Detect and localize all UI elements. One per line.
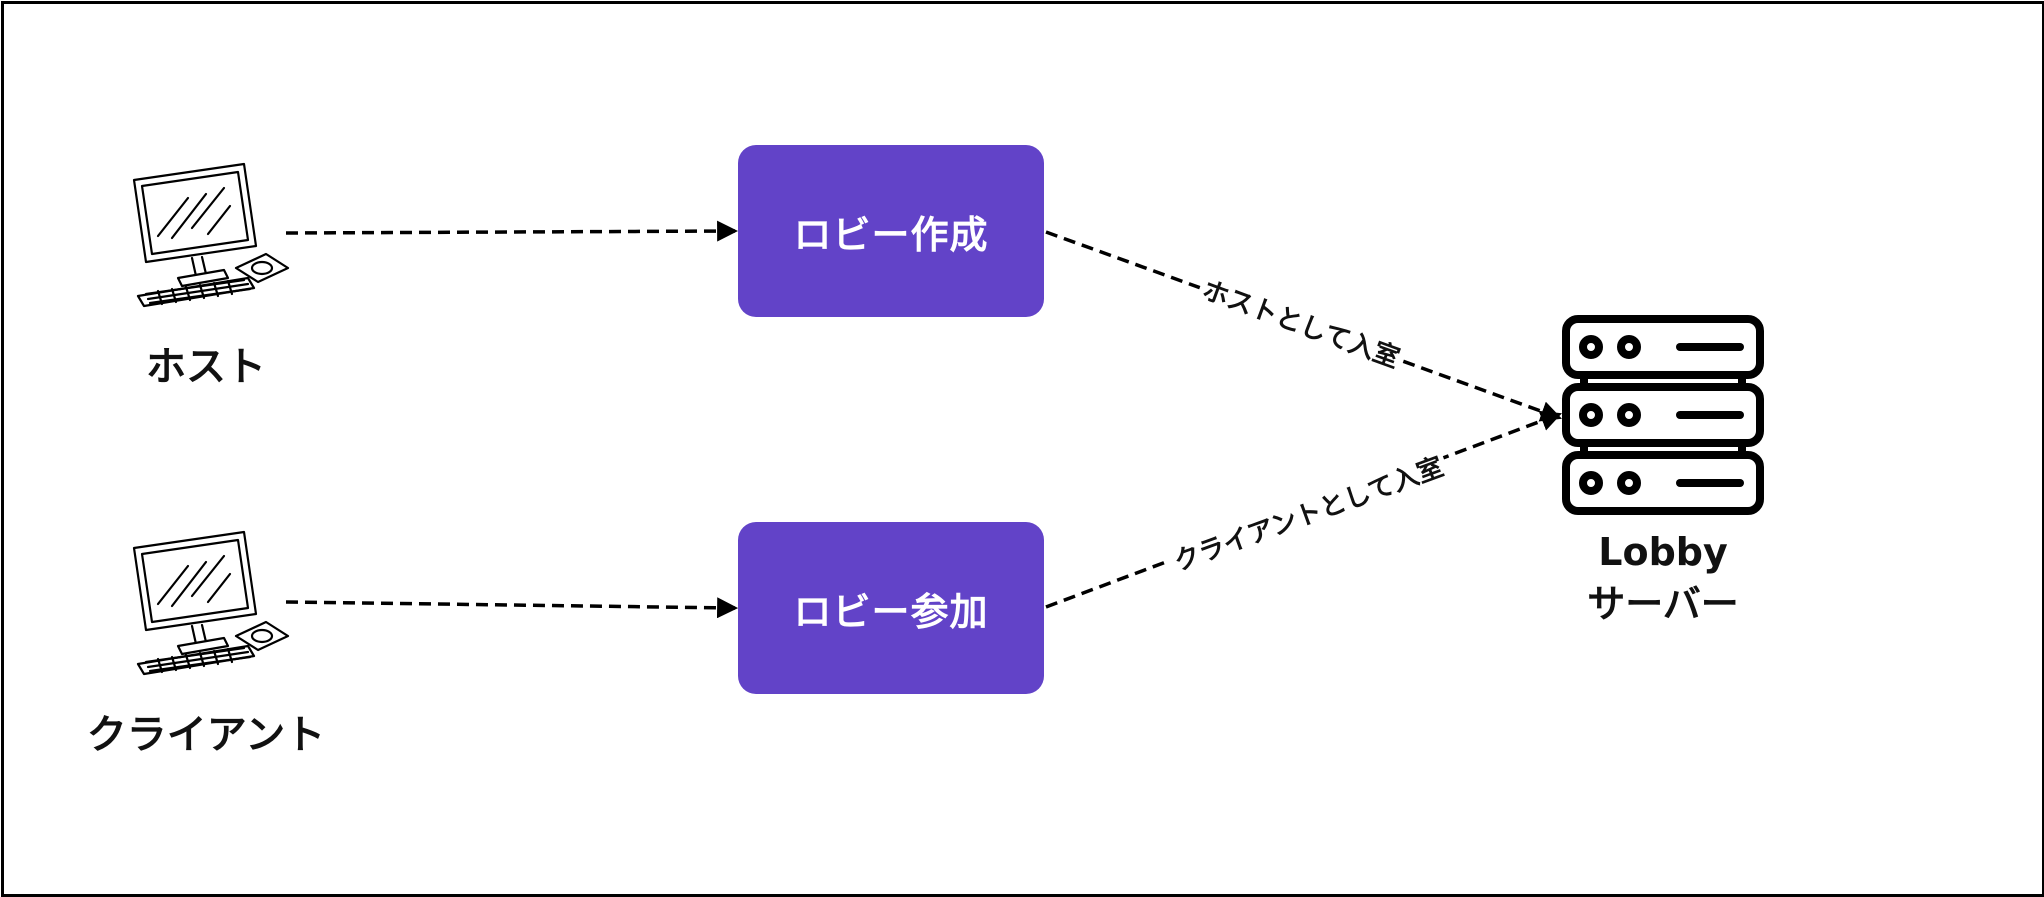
server-rack-icon (1560, 313, 1766, 517)
arrow-client-to-join (285, 597, 739, 619)
arrow-host-to-create (285, 220, 739, 242)
action-create-lobby[interactable]: ロビー作成 (738, 145, 1044, 317)
server-label-line2: サーバー (1587, 582, 1739, 626)
actor-label-host: ホスト (146, 344, 266, 390)
desktop-computer-icon (128, 158, 290, 310)
actor-label-client: クライアント (86, 712, 326, 758)
server-label-line1: Lobby (1598, 530, 1728, 574)
action-join-lobby[interactable]: ロビー参加 (738, 522, 1044, 694)
desktop-computer-icon (128, 526, 290, 678)
